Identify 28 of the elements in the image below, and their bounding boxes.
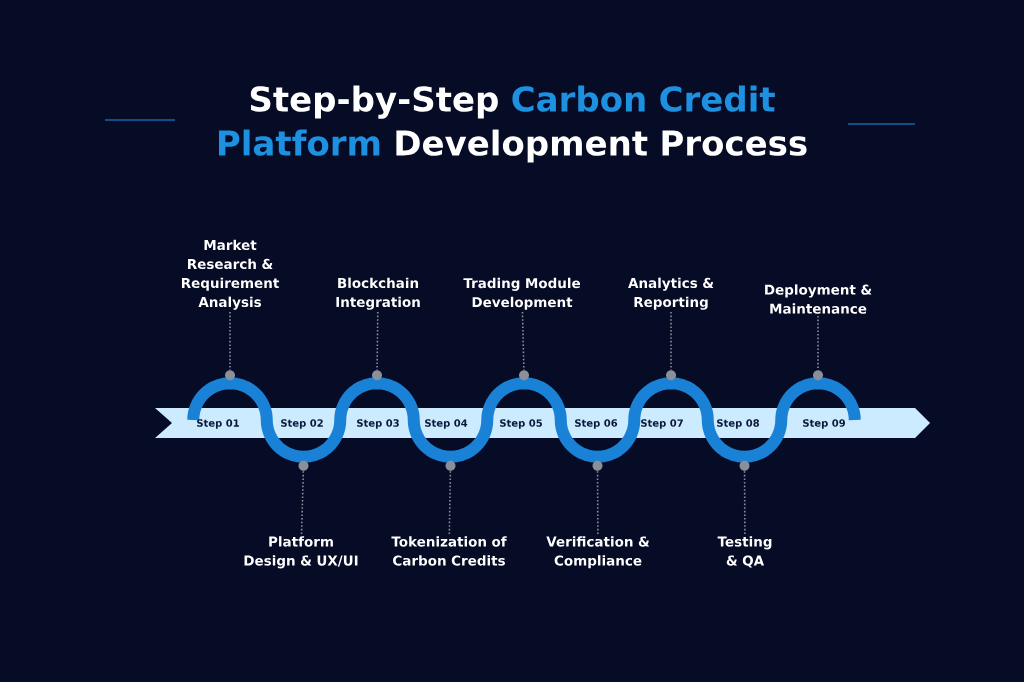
step-description: Blockchain Integration bbox=[336, 277, 420, 310]
step-label: Step 06 bbox=[575, 419, 618, 429]
step-description: Verification & Compliance bbox=[546, 536, 650, 569]
step-description: Testing & QA bbox=[717, 536, 772, 568]
leader-line bbox=[376, 311, 379, 371]
step-label: Step 03 bbox=[357, 419, 399, 429]
leader-line bbox=[300, 470, 305, 535]
step-label: Step 05 bbox=[500, 419, 542, 429]
step-description: Market Research & Requirement Analysis bbox=[181, 239, 279, 310]
step-description: Analytics & Reporting bbox=[628, 277, 714, 310]
leader-line bbox=[743, 470, 746, 535]
step-description: Platform Design & UX/UI bbox=[244, 536, 358, 569]
step-description: Deployment & Maintenance bbox=[765, 284, 872, 314]
step-label: Step 01 bbox=[197, 419, 239, 429]
leader-line bbox=[596, 470, 599, 535]
step-label: Step 04 bbox=[425, 419, 468, 429]
step-label: Step 07 bbox=[641, 419, 683, 429]
step-label: Step 02 bbox=[281, 419, 323, 429]
step-label: Step 08 bbox=[717, 419, 760, 429]
step-description: Tokenization of Carbon Credits bbox=[391, 536, 507, 566]
step-description: Trading Module Development bbox=[463, 277, 580, 310]
leader-line bbox=[670, 311, 672, 371]
leader-line bbox=[521, 311, 525, 371]
leader-line bbox=[229, 311, 231, 371]
step-label: Step 09 bbox=[803, 419, 846, 429]
leader-line bbox=[448, 470, 452, 535]
leader-line bbox=[817, 315, 819, 371]
title: Step-by-Step Carbon Credit Platform Development Process bbox=[218, 85, 807, 163]
